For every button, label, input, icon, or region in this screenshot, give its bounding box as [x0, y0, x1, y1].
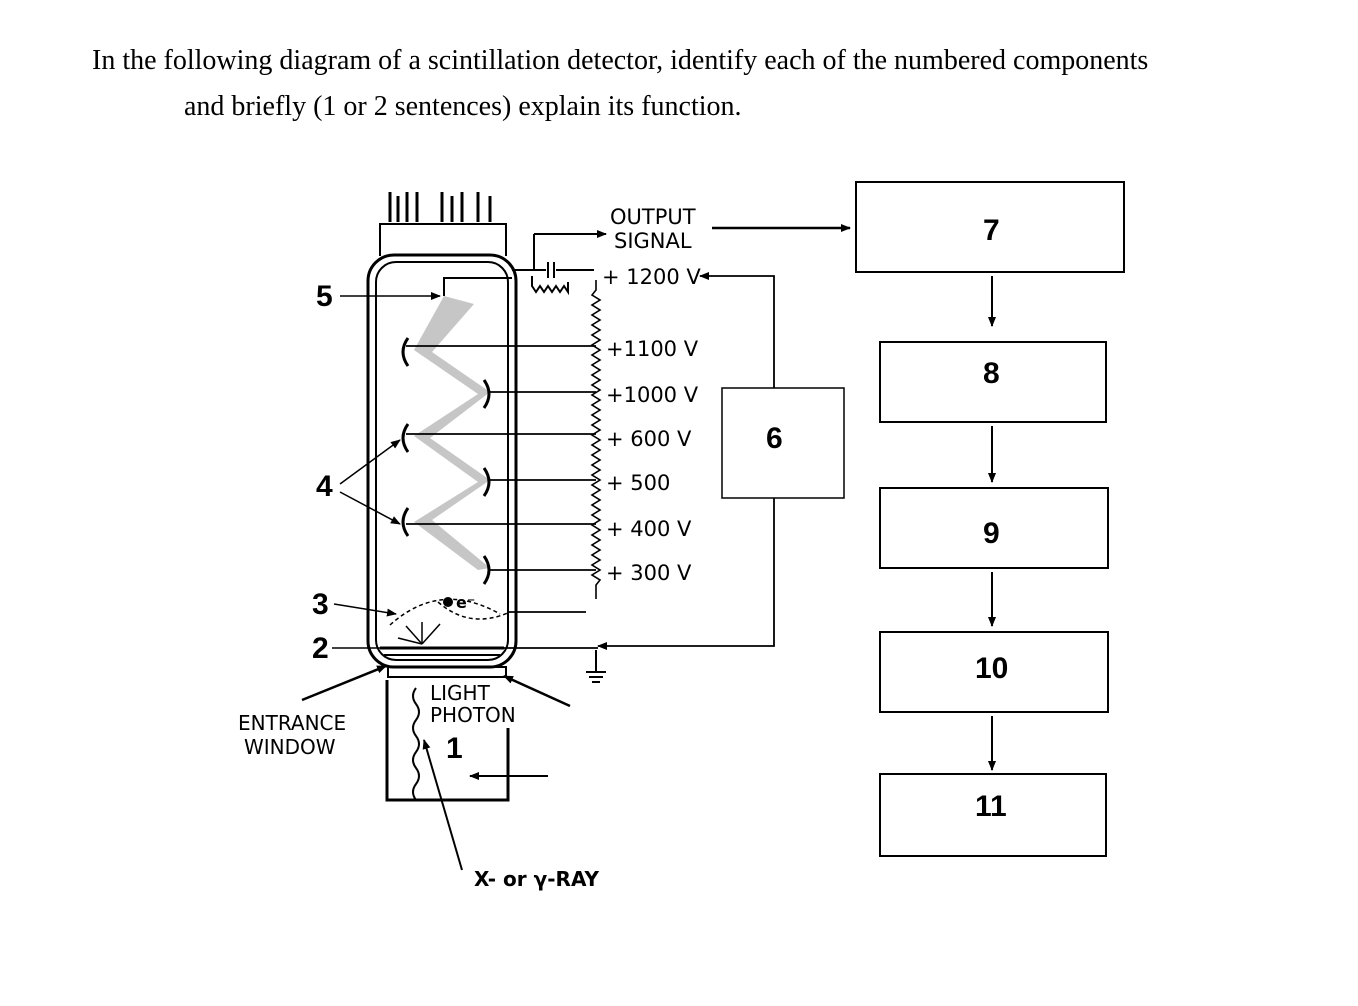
entrance-window-arrow-left: [301, 664, 387, 702]
electron-beam: [414, 296, 490, 570]
box-10-label: 10: [975, 652, 1008, 685]
electron-path: [437, 601, 511, 620]
callout-5: 5: [316, 280, 333, 313]
callout-1: 1: [446, 732, 463, 765]
box-6-top-wire: [699, 272, 775, 388]
box-8-label: 8: [983, 357, 1000, 390]
light-photon-label-1: LIGHT: [430, 681, 491, 705]
light-photon-label-2: PHOTON: [430, 703, 516, 727]
voltage-500: + 500: [606, 471, 670, 495]
photomultiplier-tube-inner: [375, 261, 509, 661]
anode: [443, 277, 512, 296]
tube-base-pins: [388, 192, 492, 222]
voltage-400: + 400 V: [606, 517, 692, 541]
callout-2: 2: [312, 632, 329, 665]
callout-3: 3: [312, 588, 329, 621]
box-10: [879, 631, 1109, 713]
output-coupling: [512, 234, 594, 296]
entrance-window-arrow-right: [503, 674, 571, 708]
entrance-window-label-2: WINDOW: [244, 735, 336, 759]
box-8: [879, 341, 1107, 423]
box-7-label: 7: [983, 214, 1000, 247]
box-7: [855, 181, 1125, 273]
tube-base: [379, 223, 507, 256]
photocathode: [380, 646, 507, 678]
voltage-300: + 300 V: [606, 561, 692, 585]
xray-label: X- or γ-RAY: [474, 867, 600, 891]
xray-arrow: [422, 739, 463, 871]
light-photon-wave: [412, 687, 420, 801]
box-6: [721, 387, 845, 499]
callout-3-arrow: [333, 603, 397, 617]
dynodes: [401, 337, 491, 585]
voltage-1100: +1100 V: [606, 337, 699, 361]
callout-4: 4: [316, 470, 333, 503]
box-9: [879, 487, 1109, 569]
output-signal-label-1: OUTPUT: [610, 205, 696, 229]
entrance-window-label-1: ENTRANCE: [238, 711, 346, 735]
dynode-taps: [406, 345, 596, 613]
box-6-label: 6: [766, 422, 783, 455]
box-11: [879, 773, 1107, 857]
question-line-1: In the following diagram of a scintillat…: [92, 45, 1149, 76]
box-11-label: 11: [975, 790, 1007, 823]
voltage-divider: [590, 280, 602, 599]
output-signal-label-2: SIGNAL: [614, 229, 692, 253]
question-text: In the following diagram of a scintillat…: [92, 38, 1292, 130]
electron-label: e⁻: [456, 593, 475, 612]
voltage-600: + 600 V: [606, 427, 692, 451]
question-line-2: and briefly (1 or 2 sentences) explain i…: [184, 91, 742, 122]
callout-4-arrow-b: [339, 491, 401, 525]
box-9-label: 9: [983, 517, 1000, 550]
callout-4-arrow-a: [339, 439, 401, 485]
electron-dot: [443, 597, 453, 607]
voltage-1200: + 1200 V: [602, 265, 701, 289]
focusing-electrode: [389, 598, 501, 626]
light-burst: [397, 622, 441, 645]
voltage-1000: +1000 V: [606, 383, 699, 407]
scintillator-crystal: [385, 680, 510, 802]
ground-symbol: [586, 650, 606, 683]
box-6-bottom-wire: [597, 498, 775, 650]
